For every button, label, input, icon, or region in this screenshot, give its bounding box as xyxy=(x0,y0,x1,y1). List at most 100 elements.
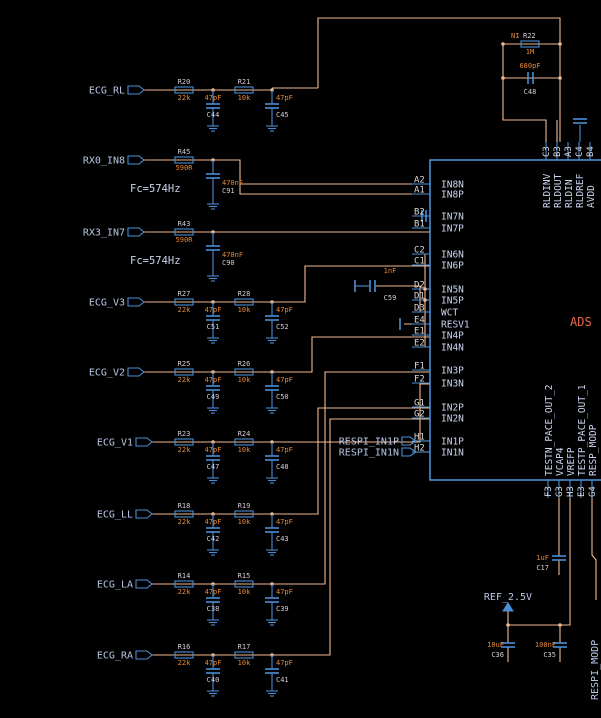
resistor-value: 22k xyxy=(178,659,191,667)
resistor-ref: R26 xyxy=(238,360,251,368)
cap-ref: C48 xyxy=(524,88,537,96)
junction-dot xyxy=(558,76,562,80)
cap-value: 1nF xyxy=(384,267,397,275)
net-label: ECG_V3 xyxy=(89,298,125,309)
junction-dot xyxy=(558,623,562,627)
ic-pin-name: IN2P xyxy=(441,403,464,414)
net-flag xyxy=(127,367,145,377)
net-flag xyxy=(127,85,145,95)
cap-ref: C47 xyxy=(207,463,220,471)
ic-pin-number: D3 xyxy=(414,304,425,314)
ic-pin-number: A3 xyxy=(564,146,574,157)
wire xyxy=(508,498,571,626)
cap-ref: C59 xyxy=(384,294,397,302)
cap-value: 47pF xyxy=(205,306,222,314)
ic-pin-name: IN4P xyxy=(441,331,464,342)
net-label: RX0_IN8 xyxy=(83,156,125,167)
net-flag xyxy=(135,509,153,519)
cap-value: 47pF xyxy=(205,94,222,102)
cap-ref: C35 xyxy=(543,651,556,659)
net-label: RX3_IN7 xyxy=(83,228,125,239)
wire xyxy=(502,44,547,142)
net-label: ECG_V2 xyxy=(89,368,125,379)
ref-arrow-icon xyxy=(502,602,514,612)
ic-pin-name: IN2N xyxy=(441,414,464,425)
net-flag xyxy=(127,227,145,237)
resistor-body xyxy=(234,580,254,588)
ic-pin-number: E2 xyxy=(414,339,425,349)
ic-pin-number: G2 xyxy=(414,410,425,420)
ic-pin-name: IN3N xyxy=(441,379,464,390)
resistor-body xyxy=(234,438,254,446)
ic-pin-number: H3 xyxy=(566,486,576,497)
ic-pin-number: G1 xyxy=(414,399,425,409)
resistor-ref: R27 xyxy=(178,290,191,298)
resistor-body xyxy=(234,368,254,376)
ic-pin-name: RLDOUT xyxy=(553,173,564,208)
ic-pin-number: G4 xyxy=(588,486,598,497)
cap-ref: C36 xyxy=(491,651,504,659)
ic-pin-number: D2 xyxy=(414,281,425,291)
ic-pin-number: B1 xyxy=(414,220,425,230)
resistor-value: 10k xyxy=(238,306,251,314)
resistor-body xyxy=(174,510,194,518)
ic-pin-number: C2 xyxy=(414,246,425,256)
resistor-value: 10k xyxy=(238,518,251,526)
ic-pin-name: RLDINV xyxy=(542,173,553,208)
ic-pin-number: E3 xyxy=(577,486,587,497)
channel-to-ic xyxy=(272,371,430,585)
resistor-ref: R16 xyxy=(178,643,191,651)
cap-value: 47pF xyxy=(205,376,222,384)
cap-ref: C39 xyxy=(276,605,289,613)
ic-pin-number: D1 xyxy=(414,292,425,302)
resistor-value: 10k xyxy=(238,94,251,102)
ic-pin-name: RESP_MODP xyxy=(588,424,599,476)
cap-ref: C49 xyxy=(207,393,220,401)
resistor-body xyxy=(174,86,194,94)
cap-ref: C51 xyxy=(207,323,220,331)
ic-pin-name: IN3P xyxy=(441,366,464,377)
junction-dot xyxy=(501,76,505,80)
net-flag xyxy=(127,297,145,307)
ic-pin-number: F2 xyxy=(414,375,425,385)
cap-ref: C90 xyxy=(222,259,235,267)
cap-value: 47pF xyxy=(276,518,293,526)
ic-pin-name: AVDD xyxy=(586,185,597,208)
resp-net-label: RESPI_MODP xyxy=(590,640,601,700)
resistor-ref: R28 xyxy=(238,290,251,298)
ic-pin-number: B2 xyxy=(414,208,425,218)
ic-pin-number: E1 xyxy=(414,327,425,337)
ic-pin-name: TESTP_PACE_OUT_1 xyxy=(577,384,588,476)
resistor-value: 590R xyxy=(176,164,194,172)
cap-value: 47pF xyxy=(276,446,293,454)
cap-value: 47pF xyxy=(205,518,222,526)
cap-value: 47pF xyxy=(205,659,222,667)
ic-pin-number: A2 xyxy=(414,176,425,186)
net-flag xyxy=(135,650,153,660)
resistor-body xyxy=(174,580,194,588)
channel-to-ic xyxy=(272,265,430,303)
resistor-value: 1M xyxy=(526,48,534,56)
ic-pin-name: IN5P xyxy=(441,296,464,307)
resistor-ref: R18 xyxy=(178,502,191,510)
ic-pin-name: IN1P xyxy=(441,437,464,448)
cap-ref: C50 xyxy=(276,393,289,401)
resistor-ref: R22 xyxy=(523,32,536,40)
resistor-ref: R25 xyxy=(178,360,191,368)
resistor-body xyxy=(520,40,540,48)
cap-value: 47pF xyxy=(276,588,293,596)
resistor-body xyxy=(234,298,254,306)
resistor-body xyxy=(174,438,194,446)
resistor-body xyxy=(174,156,194,164)
ic-pin-name: WCT xyxy=(441,308,458,319)
ic-pin-number: C3 xyxy=(542,146,552,157)
resistor-ref: R23 xyxy=(178,430,191,438)
ic-body xyxy=(429,159,601,481)
resistor-value: 22k xyxy=(178,446,191,454)
cap-value: 47pF xyxy=(276,306,293,314)
cap-value: 47pF xyxy=(205,446,222,454)
ic-pin-number: B4 xyxy=(586,146,596,157)
ic-pin-name: VCAP4 xyxy=(555,447,566,476)
net-flag xyxy=(135,437,153,447)
resistor-ref: R19 xyxy=(238,502,251,510)
